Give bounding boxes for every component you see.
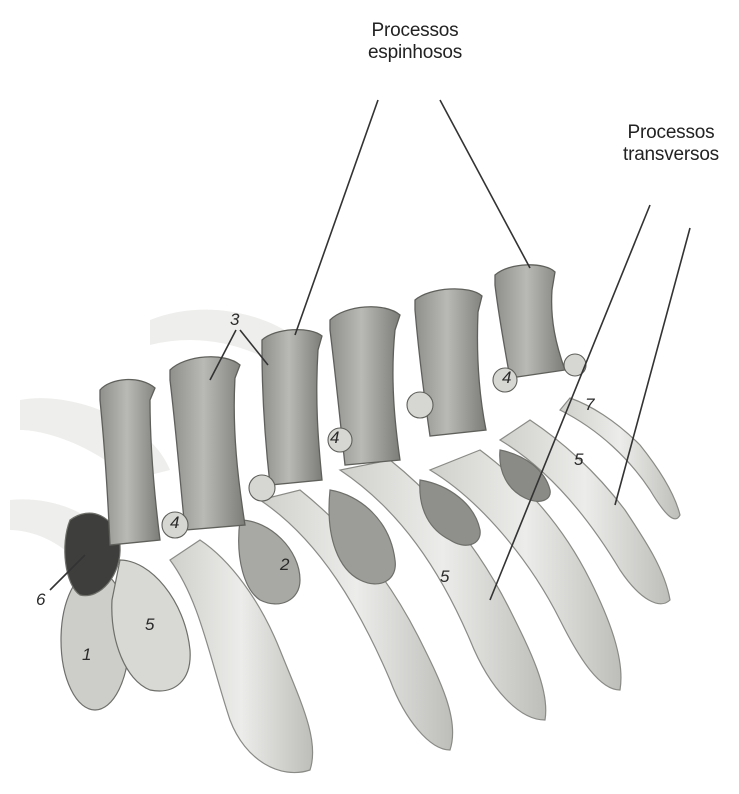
leader-spinous-1	[295, 100, 378, 335]
transverse-processes-label: Processos transversos	[606, 122, 736, 166]
transverse-label-line2: transversos	[606, 144, 736, 166]
transverse-processes	[170, 398, 680, 773]
spinous-process-6	[495, 265, 565, 378]
marker-5c: 5	[574, 450, 583, 470]
spinous-process-1	[100, 380, 160, 545]
marker-6: 6	[36, 590, 45, 610]
leader-spinous-2	[440, 100, 530, 268]
marker-4a: 4	[170, 513, 179, 533]
marker-2: 2	[280, 555, 289, 575]
marker-4c: 4	[502, 368, 511, 388]
marker-1: 1	[82, 645, 91, 665]
spinous-label-line1: Processos	[345, 20, 485, 42]
marker-5a: 5	[145, 615, 154, 635]
transverse-label-line1: Processos	[606, 122, 736, 144]
marker-5b: 5	[440, 567, 449, 587]
spinous-process-3	[262, 330, 322, 485]
spinous-label-line2: espinhosos	[345, 42, 485, 64]
marker-4b: 4	[330, 428, 339, 448]
marker-3: 3	[230, 310, 239, 330]
spinous-processes-label: Processos espinhosos	[345, 20, 485, 64]
spinous-process-2	[170, 357, 245, 530]
marker-7: 7	[585, 395, 594, 415]
